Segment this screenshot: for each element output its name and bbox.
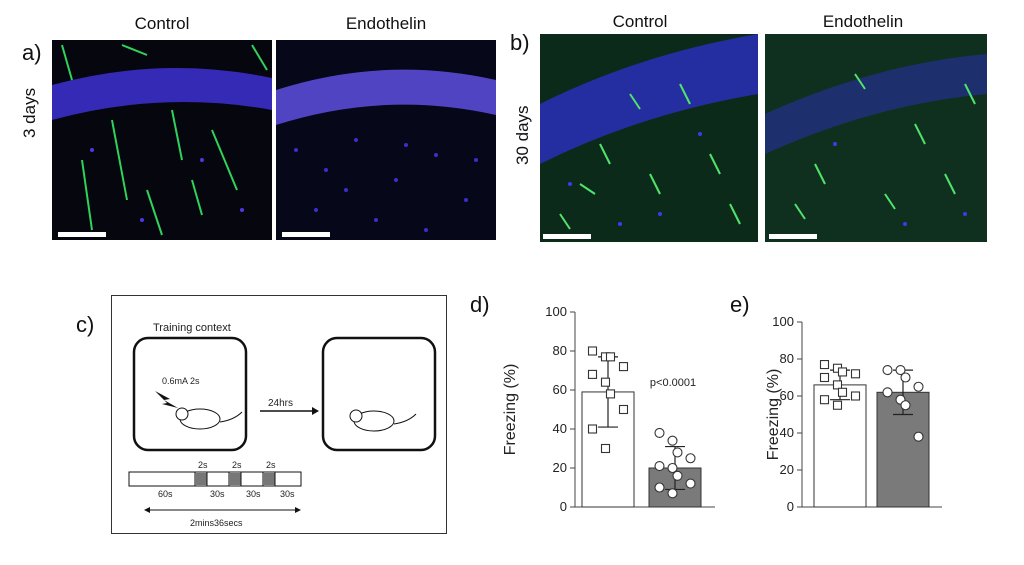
y-axis-label: Freezing (%) xyxy=(765,369,782,461)
scale-bar xyxy=(58,232,106,237)
timeline-label: 30s xyxy=(210,489,225,499)
data-point xyxy=(882,365,893,376)
data-point xyxy=(832,400,843,410)
panel-e-letter: e) xyxy=(730,292,750,317)
y-tick-label: 20 xyxy=(553,460,567,475)
y-tick-label: 60 xyxy=(780,388,794,403)
shock-block xyxy=(195,473,207,485)
data-point xyxy=(819,372,830,383)
y-tick-label: 0 xyxy=(560,499,567,514)
micrograph-b-control xyxy=(540,34,758,242)
mouse-icon xyxy=(175,407,243,430)
panel-b-timepoint-label: 30 days xyxy=(513,105,532,165)
data-point xyxy=(837,387,848,397)
y-tick-label: 80 xyxy=(553,343,567,358)
scale-bar xyxy=(769,234,817,239)
test-context-box xyxy=(321,336,437,452)
data-point xyxy=(837,367,848,377)
p-value-annotation: p<0.0001 xyxy=(650,377,696,389)
data-point xyxy=(667,462,678,474)
scale-bar xyxy=(282,232,330,237)
data-point xyxy=(882,387,893,398)
data-point xyxy=(587,424,598,434)
data-point xyxy=(618,404,629,415)
y-tick-label: 80 xyxy=(780,351,794,366)
data-point xyxy=(900,372,911,383)
panel-b-letter: b) xyxy=(510,30,530,55)
y-tick-label: 0 xyxy=(787,499,794,514)
panel-a-title-endothelin: Endothelin xyxy=(345,14,427,33)
panel-a-timepoint-label: 3 days xyxy=(20,87,39,138)
arrow-head-icon xyxy=(312,407,319,415)
data-point xyxy=(685,478,696,489)
arrow-head-icon xyxy=(295,507,301,513)
data-point xyxy=(900,400,911,411)
y-axis-label: Freezing (%) xyxy=(502,364,519,456)
data-point xyxy=(819,359,830,370)
mouse-icon xyxy=(349,409,417,432)
shock-label: 0.6mA 2s xyxy=(162,376,200,386)
data-point xyxy=(587,346,598,356)
data-point xyxy=(667,488,678,499)
y-tick-label: 100 xyxy=(772,314,794,329)
data-point xyxy=(654,461,665,472)
lightning-icon xyxy=(155,391,178,408)
data-point xyxy=(654,427,665,438)
micrograph-a-control xyxy=(52,40,272,240)
y-tick-label: 20 xyxy=(780,462,794,477)
data-point xyxy=(819,395,830,405)
data-point xyxy=(832,380,843,390)
y-tick-label: 60 xyxy=(553,382,567,397)
timeline-label: 2s xyxy=(232,460,242,470)
y-tick-label: 100 xyxy=(545,304,567,319)
data-point xyxy=(605,389,616,399)
micrograph-b-endothelin xyxy=(765,34,987,242)
data-point xyxy=(600,443,611,454)
data-point xyxy=(600,377,611,387)
delay-label: 24hrs xyxy=(268,398,293,409)
panel-c-letter: c) xyxy=(76,312,95,337)
data-point xyxy=(685,453,696,464)
timeline xyxy=(128,471,302,487)
timeline-label: 30s xyxy=(246,489,261,499)
panel-b-title-control: Control xyxy=(612,12,668,31)
panel-d-letter: d) xyxy=(470,292,490,317)
y-tick-label: 40 xyxy=(780,425,794,440)
data-point xyxy=(667,435,678,446)
panel-b-title-endothelin: Endothelin xyxy=(822,12,904,31)
data-point xyxy=(618,362,629,372)
data-point xyxy=(850,369,861,379)
data-point xyxy=(672,447,683,458)
panel-a-title-control: Control xyxy=(134,14,190,33)
fear-conditioning-diagram: Training context 0.6mA 2s 24hrs xyxy=(111,295,447,534)
timeline-label: 2s xyxy=(198,460,208,470)
timeline-label: 2s xyxy=(266,460,276,470)
panel-a-letter: a) xyxy=(22,40,42,65)
arrow-head-icon xyxy=(144,507,150,513)
scale-bar xyxy=(543,234,591,239)
data-point xyxy=(895,365,906,376)
data-point xyxy=(654,482,665,493)
data-point xyxy=(672,470,683,481)
shock-block xyxy=(263,473,275,485)
data-point xyxy=(850,391,861,401)
data-point xyxy=(587,369,598,379)
shock-block xyxy=(229,473,241,485)
timeline-label: 60s xyxy=(158,489,173,499)
training-context-label: Training context xyxy=(153,322,231,334)
y-tick-label: 40 xyxy=(553,421,567,436)
timeline-label: 30s xyxy=(280,489,295,499)
total-duration-label: 2mins36secs xyxy=(190,518,243,528)
data-point xyxy=(913,431,924,442)
data-point xyxy=(913,381,924,392)
data-point xyxy=(605,352,616,362)
training-context-box xyxy=(132,336,248,452)
micrograph-a-endothelin xyxy=(276,40,496,240)
